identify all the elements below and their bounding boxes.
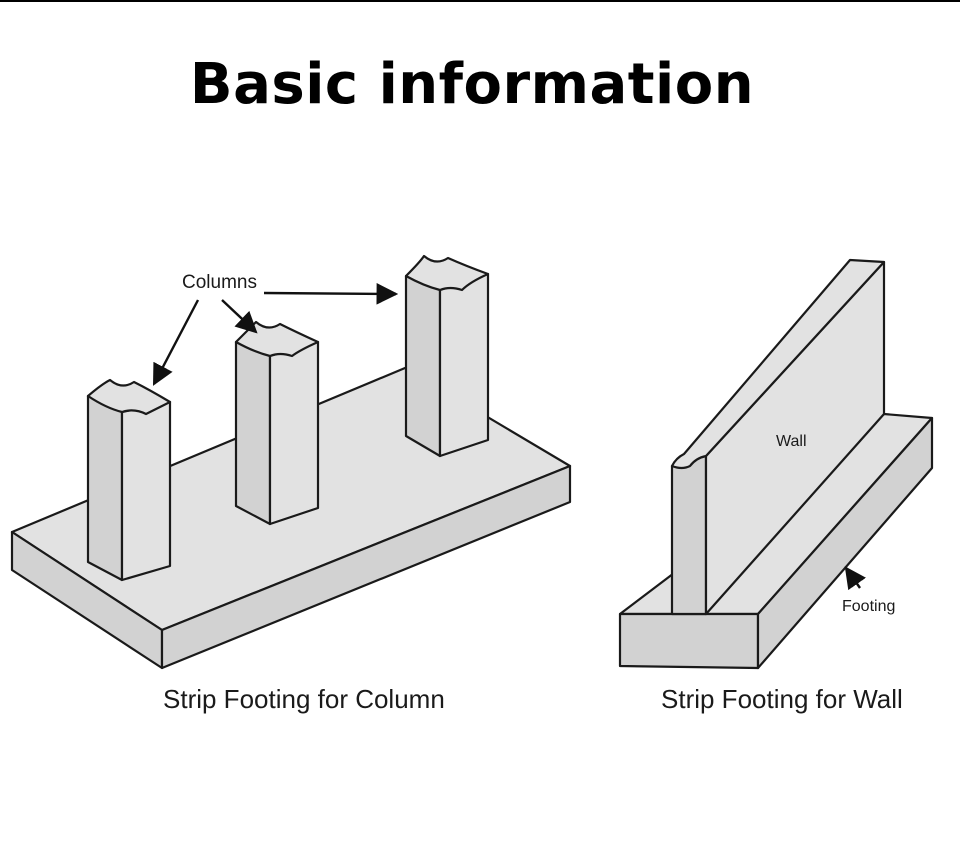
column-footing-illustration: Columns Strip Footing for Column [10,254,572,714]
wall-front-edge [670,454,708,616]
wall-footing-caption: Strip Footing for Wall [661,684,903,714]
footing-label: Footing [842,598,895,615]
column-1 [86,378,172,582]
page-title: Basic information [189,52,755,117]
column-3 [404,254,490,458]
top-border [0,0,960,2]
wall-footing-front [618,612,760,670]
column-2 [234,320,320,526]
wall-footing-illustration: Wall Footing Strip Footing for Wall [618,258,934,714]
wall-footing-side [756,416,934,670]
wall-label: Wall [776,433,807,450]
columns-arrow-1 [152,299,200,386]
columns-label: Columns [182,272,257,293]
columns-arrow-2 [221,299,258,334]
column-footing-caption: Strip Footing for Column [163,684,445,714]
footing-arrow [844,566,866,591]
column-footing-slab-side [160,464,572,670]
columns-arrow-3 [263,283,399,305]
wall-top [670,258,886,470]
